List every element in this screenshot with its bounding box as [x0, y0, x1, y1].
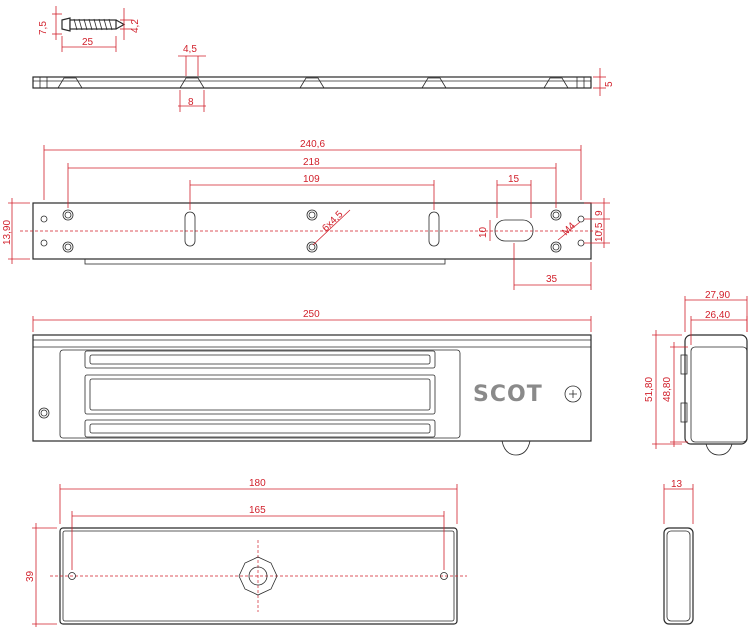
plate-thickness-dim: 5	[604, 81, 615, 87]
plate-overall-dim: 240,6	[300, 139, 325, 150]
armature-side-view: 13	[663, 479, 694, 625]
side-height-outer-dim: 51,80	[644, 377, 655, 402]
brand-logo: SCOT	[473, 382, 543, 407]
mounting-plate-top-view: 240,6 218 109 15 13,90 6x4,5 10 M4 9 10,…	[2, 139, 610, 290]
mounting-plate-side-view: 4,5 8 5	[32, 44, 615, 112]
magnet-front-view: SCOT 250	[32, 309, 592, 456]
hole-pitch-dim: 218	[303, 157, 320, 168]
edge-b-dim: 10,5	[594, 222, 605, 242]
edge-a-dim: 9	[594, 210, 605, 216]
armature-length-dim: 180	[249, 478, 266, 489]
armature-front-view: 180 165 39	[25, 478, 467, 627]
screw-head-dim: 7,5	[38, 21, 49, 35]
slot-width-dim: 4,5	[183, 44, 197, 55]
armature-height-dim: 39	[25, 570, 36, 582]
screw-length-dim: 25	[82, 37, 94, 48]
magnet-length-dim: 250	[303, 309, 320, 320]
slot-pitch-dim: 109	[303, 174, 320, 185]
window-dim: 15	[508, 174, 520, 185]
plate-height-dim: 13,90	[2, 220, 13, 245]
side-depth-inner-dim: 26,40	[705, 310, 730, 321]
offset-dim: 35	[546, 274, 558, 285]
screw-view: 7,5 25 4,2	[38, 6, 141, 52]
slot-base-dim: 8	[188, 97, 194, 108]
armature-hole-pitch-dim: 165	[249, 505, 266, 516]
magnet-side-view: 27,90 26,40 51,80 48,80	[644, 290, 748, 456]
side-height-inner-dim: 48,80	[662, 377, 673, 402]
side-depth-outer-dim: 27,90	[705, 290, 730, 301]
screw-shank-dim: 4,2	[130, 19, 141, 33]
armature-thickness-dim: 13	[671, 479, 683, 490]
window-height-dim: 10	[478, 226, 489, 238]
